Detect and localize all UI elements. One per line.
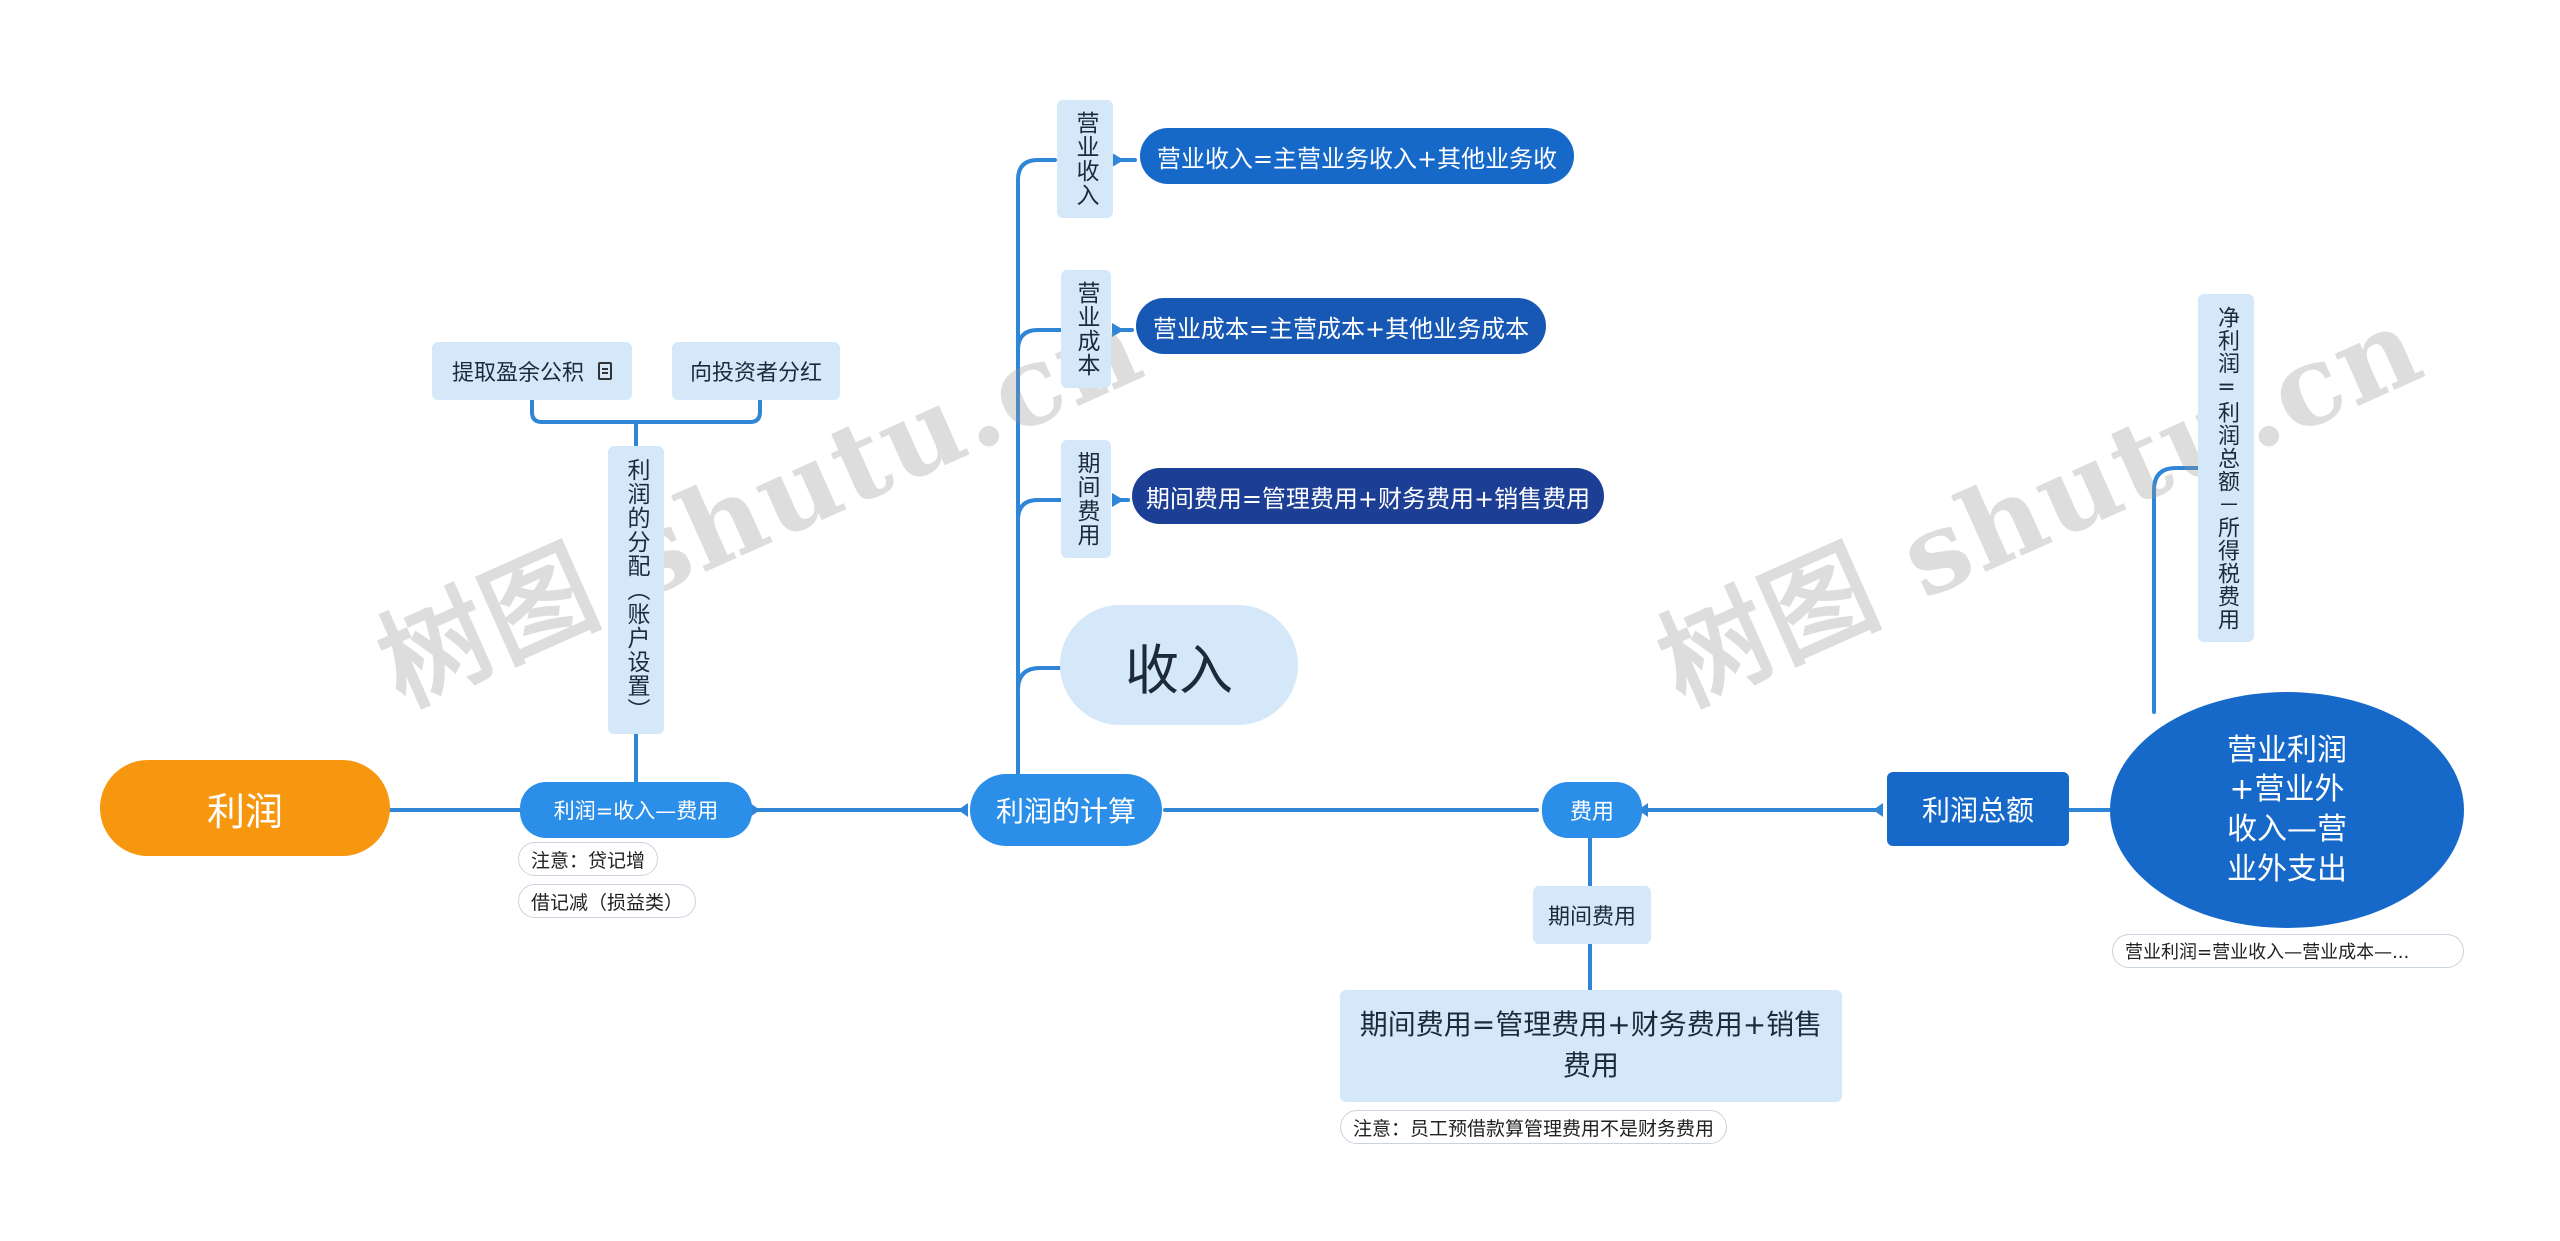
profit-calculation-node[interactable]: 利润的计算 xyxy=(970,774,1162,846)
operating-cost-formula[interactable]: 营业成本=主营成本+其他业务成本 xyxy=(1136,298,1546,354)
surplus-reserve-label: 提取盈余公积 xyxy=(451,361,584,386)
profit-formula-label: 利润=收入—费用 xyxy=(553,799,719,823)
period-expense-sub-node[interactable]: 期间费用 xyxy=(1533,886,1651,944)
total-profit-node[interactable]: 利润总额 xyxy=(1887,772,2069,846)
note-icon xyxy=(598,362,612,380)
profit-formula-node[interactable]: 利润=收入—费用 xyxy=(520,782,752,838)
total-profit-formula-node[interactable]: 营业利润+营业外收入—营业外支出 xyxy=(2110,692,2464,928)
net-profit-node[interactable]: 净利润=利润总额－所得税费用 xyxy=(2198,294,2254,642)
profit-calculation-label: 利润的计算 xyxy=(995,795,1136,828)
period-expense-node[interactable]: 期间费用 xyxy=(1061,440,1111,558)
operating-revenue-node[interactable]: 营业收入 xyxy=(1057,100,1113,218)
operating-cost-node[interactable]: 营业成本 xyxy=(1061,270,1111,388)
note-debit-decrease: 借记减（损益类） xyxy=(518,884,697,918)
surplus-reserve-node[interactable]: 提取盈余公积 xyxy=(432,342,632,400)
profit-distribution-node[interactable]: 利润的分配（账户设置） xyxy=(608,446,664,734)
operating-profit-note: 营业利润=营业收入—营业成本—... xyxy=(2112,934,2464,968)
root-node-profit[interactable]: 利润 xyxy=(100,760,390,856)
period-expense-formula[interactable]: 期间费用=管理费用+财务费用+销售费用 xyxy=(1132,468,1604,524)
period-expense-detail-node[interactable]: 期间费用=管理费用+财务费用+销售费用 xyxy=(1340,990,1842,1102)
investor-dividend-node[interactable]: 向投资者分红 xyxy=(672,342,840,400)
operating-revenue-formula[interactable]: 营业收入=主营业务收入+其他业务收 xyxy=(1140,128,1574,184)
expense-node[interactable]: 费用 xyxy=(1542,782,1642,838)
profit-distribution-label: 利润的分配（账户设置） xyxy=(623,458,649,722)
investor-dividend-label: 向投资者分红 xyxy=(689,361,822,386)
root-label: 利润 xyxy=(206,789,283,834)
period-expense-note: 注意：员工预借款算管理费用不是财务费用 xyxy=(1340,1110,1728,1144)
revenue-node[interactable]: 收入 xyxy=(1060,605,1298,725)
note-credit-increase: 注意：贷记增 xyxy=(518,842,659,876)
